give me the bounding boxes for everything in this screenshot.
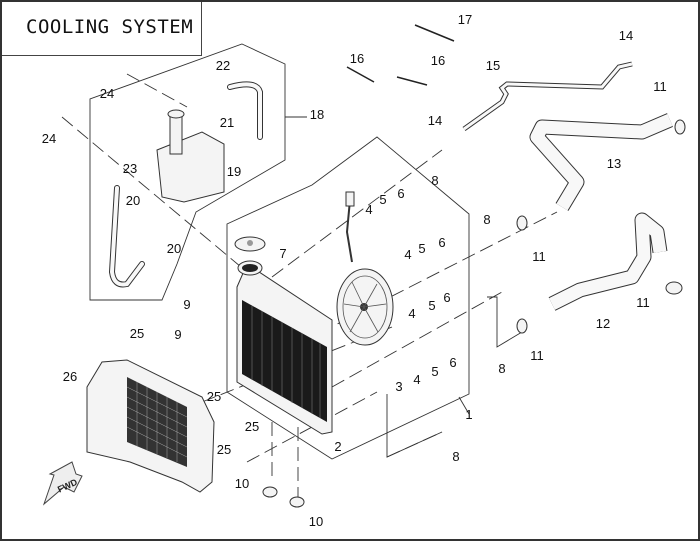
assembly-line xyxy=(61,116,248,273)
assembly-line xyxy=(126,73,188,108)
callout-5: 5 xyxy=(379,192,386,207)
hose-22 xyxy=(227,81,263,140)
reservoir-kit-outline xyxy=(89,43,286,301)
pipe-15 xyxy=(462,61,633,132)
callout-26: 26 xyxy=(63,369,77,384)
callout-2: 2 xyxy=(334,439,341,454)
callout-4: 4 xyxy=(408,306,415,321)
callout-9: 9 xyxy=(174,327,181,342)
callout-24: 24 xyxy=(42,131,56,146)
callout-20: 20 xyxy=(126,193,140,208)
assembly-line xyxy=(271,149,443,278)
callout-10: 10 xyxy=(235,476,249,491)
callout-11: 11 xyxy=(636,295,650,310)
callout-5: 5 xyxy=(418,241,425,256)
callout-25: 25 xyxy=(245,419,259,434)
title-box: COOLING SYSTEM xyxy=(2,2,202,56)
reservoir-neck xyxy=(169,113,183,155)
callout-11: 11 xyxy=(530,348,544,363)
clamp-11 xyxy=(665,281,683,295)
callout-8: 8 xyxy=(483,212,490,227)
callout-17: 17 xyxy=(458,12,472,27)
callout-10: 10 xyxy=(309,514,323,529)
callout-23: 23 xyxy=(123,161,137,176)
callout-1: 1 xyxy=(465,407,472,422)
callout-14: 14 xyxy=(619,28,633,43)
rod-17 xyxy=(414,24,455,42)
callout-8: 8 xyxy=(431,173,438,188)
callout-8: 8 xyxy=(498,361,505,376)
callout-13: 13 xyxy=(607,156,621,171)
callout-20: 20 xyxy=(167,241,181,256)
callout-4: 4 xyxy=(404,247,411,262)
callout-12: 12 xyxy=(596,316,610,331)
coolant-reservoir xyxy=(156,131,225,203)
clamp-11 xyxy=(516,318,528,334)
callout-4: 4 xyxy=(413,372,420,387)
clamp-11 xyxy=(516,215,528,231)
callout-8: 8 xyxy=(452,449,459,464)
leader-1 xyxy=(458,396,470,415)
callout-6: 6 xyxy=(449,355,456,370)
callout-18: 18 xyxy=(310,107,324,122)
callout-21: 21 xyxy=(220,115,234,130)
forward-direction-arrow: FWD xyxy=(42,461,83,506)
rod-16 xyxy=(396,76,428,86)
callout-16: 16 xyxy=(350,51,364,66)
callout-4: 4 xyxy=(365,202,372,217)
callout-9: 9 xyxy=(183,297,190,312)
radiator-core xyxy=(242,300,327,422)
reservoir-cap xyxy=(167,109,185,119)
callout-25: 25 xyxy=(217,442,231,457)
grommet-10 xyxy=(262,486,278,498)
grommet-10 xyxy=(289,496,305,508)
callout-15: 15 xyxy=(486,58,500,73)
callout-6: 6 xyxy=(443,290,450,305)
callout-6: 6 xyxy=(397,186,404,201)
clamp-11 xyxy=(674,119,686,135)
callout-14: 14 xyxy=(428,113,442,128)
callout-6: 6 xyxy=(438,235,445,250)
callout-24: 24 xyxy=(100,86,114,101)
bracket-line xyxy=(386,394,443,458)
callout-11: 11 xyxy=(653,79,667,94)
callout-7: 7 xyxy=(279,246,286,261)
radiator-kit-outline xyxy=(226,136,470,460)
callout-19: 19 xyxy=(227,164,241,179)
assembly-line xyxy=(331,291,503,388)
callout-25: 25 xyxy=(130,326,144,341)
fan-wire xyxy=(345,199,353,263)
callout-25: 25 xyxy=(207,389,221,404)
rod-16 xyxy=(346,66,375,83)
callout-11: 11 xyxy=(532,249,546,264)
callout-5: 5 xyxy=(428,298,435,313)
callout-5: 5 xyxy=(431,364,438,379)
callout-16: 16 xyxy=(431,53,445,68)
callout-22: 22 xyxy=(216,58,230,73)
page-title: COOLING SYSTEM xyxy=(26,16,194,38)
fan-connector xyxy=(345,191,355,207)
bracket-line xyxy=(487,296,523,348)
callout-3: 3 xyxy=(395,379,402,394)
